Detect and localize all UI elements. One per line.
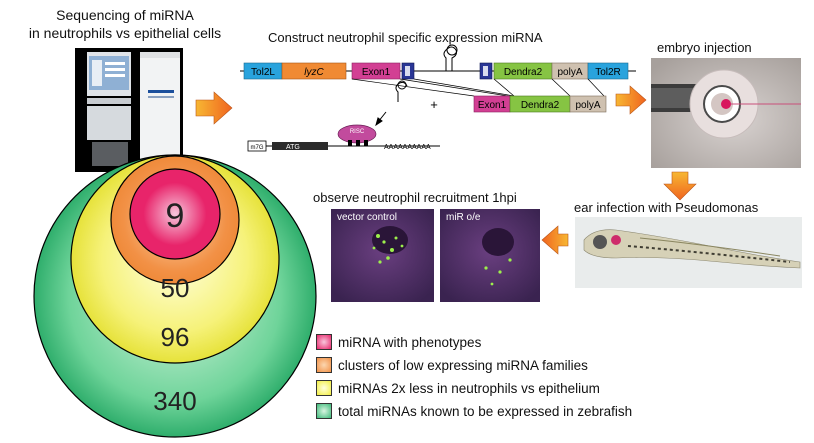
lyzc-label: lyzC — [304, 67, 324, 78]
polya-tail-label: AAAAAAAAAA — [384, 144, 431, 151]
plus-sign: + — [430, 97, 438, 112]
exon1-label: Exon1 — [362, 67, 391, 78]
count-total: 340 — [153, 386, 196, 416]
sequencer-machine — [75, 48, 183, 172]
legend-swatch-yellow — [316, 380, 332, 396]
construct-title: Construct neutrophil specific expression… — [268, 30, 543, 45]
count-low-expressing: 50 — [161, 273, 190, 303]
legend-swatch-orange — [316, 357, 332, 373]
sequencing-title: Sequencing of miRNA in neutrophils vs ep… — [0, 6, 250, 42]
legend-label-total: total miRNAs known to be expressed in ze… — [338, 403, 633, 419]
legend-label-2x-less: miRNAs 2x less in neutrophils vs epithel… — [338, 380, 600, 396]
cap-label: m7G — [250, 145, 263, 151]
count-phenotypes: 9 — [166, 197, 185, 235]
legend-item-low-expressing: clusters of low expressing miRNA familie… — [316, 357, 588, 373]
atg-label: ATG — [286, 144, 300, 151]
circle-phenotypes — [129, 168, 221, 260]
legend-item-phenotypes: miRNA with phenotypes — [316, 334, 481, 350]
legend-label-phenotypes: miRNA with phenotypes — [338, 334, 482, 350]
arrow-sequencing-to-construct — [195, 91, 233, 125]
embryo-title: embryo injection — [657, 40, 752, 55]
legend-item-total: total miRNAs known to be expressed in ze… — [316, 403, 632, 419]
sequencing-title-line2: in neutrophils vs epithelial cells — [28, 25, 222, 41]
mirna-hairpin — [375, 80, 408, 127]
embryo-injection-photo — [651, 58, 801, 168]
polya-label: polyA — [557, 67, 582, 78]
splice-lines — [351, 78, 605, 97]
construct-spliced — [473, 95, 607, 113]
micrograph-mir-oe — [440, 209, 540, 302]
legend-swatch-pink — [316, 334, 332, 350]
legend-item-2x-less: miRNAs 2x less in neutrophils vs epithel… — [316, 380, 600, 396]
mrna-risc — [247, 124, 440, 152]
construct-top — [240, 44, 636, 80]
legend-label-low-expressing: clusters of low expressing miRNA familie… — [338, 357, 588, 373]
nested-circles — [33, 154, 317, 438]
observe-title: observe neutrophil recruitment 1hpi — [313, 190, 517, 205]
arrow-infection-to-observe — [541, 225, 569, 255]
sequencing-title-line1: Sequencing of miRNA — [56, 7, 194, 23]
vector-control-label: vector control — [337, 212, 397, 223]
legend-swatch-green — [316, 403, 332, 419]
mir-oe-label: miR o/e — [446, 212, 481, 223]
arrow-construct-to-embryo — [615, 85, 647, 115]
tol2l-label: Tol2L — [251, 67, 275, 78]
larva-photo — [575, 217, 802, 288]
ear-infection-title: ear infection with Pseudomonas — [574, 200, 759, 215]
count-2x-less: 96 — [161, 322, 190, 352]
arrow-embryo-to-infection — [663, 171, 697, 201]
tol2r-label: Tol2R — [595, 67, 621, 78]
exon1-b-label: Exon1 — [478, 100, 507, 111]
polya-b-label: polyA — [575, 100, 600, 111]
risc-label: RISC — [350, 129, 365, 135]
dendra2-label: Dendra2 — [504, 67, 543, 78]
micrograph-vector-control — [331, 209, 434, 302]
dendra2-b-label: Dendra2 — [521, 100, 560, 111]
